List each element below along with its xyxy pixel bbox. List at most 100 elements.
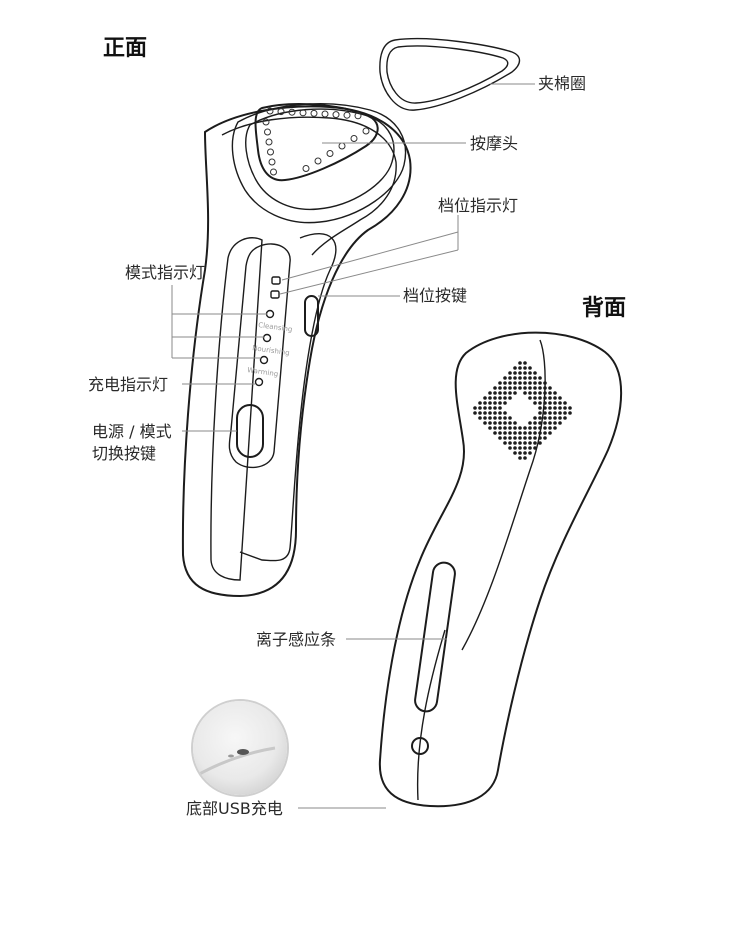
grille-dot — [523, 436, 527, 440]
grille-dot — [498, 386, 502, 390]
head-dot — [343, 111, 351, 119]
grille-dot — [553, 426, 557, 430]
grille-dot — [553, 391, 557, 395]
grille-dot — [543, 386, 547, 390]
grille-dot — [533, 381, 537, 385]
grille-dot — [558, 421, 562, 425]
label-massage-head: 按摩头 — [470, 134, 519, 153]
grille-dot — [543, 406, 547, 410]
grille-dot — [498, 416, 502, 420]
grille-dot — [563, 406, 567, 410]
head-dot — [265, 138, 273, 146]
grille-dot — [508, 446, 512, 450]
grille-dot — [528, 441, 532, 445]
grille-dot — [553, 401, 557, 405]
grille-dot — [503, 426, 507, 430]
grille-dot — [533, 446, 537, 450]
grille-dot — [478, 416, 482, 420]
grille-dot — [533, 391, 537, 395]
grille-dot — [538, 416, 542, 420]
head-dot — [326, 150, 334, 157]
grille-dot — [528, 451, 532, 455]
mode-text-warming: Warming — [247, 366, 279, 378]
leader-lines — [171, 83, 535, 809]
grille-dot — [488, 391, 492, 395]
grille-dot — [563, 401, 567, 405]
grille-dot — [523, 426, 527, 430]
grille-dot — [498, 401, 502, 405]
grille-dot — [493, 431, 497, 435]
grille-dot — [528, 366, 532, 370]
grille-dot — [508, 441, 512, 445]
grille-dot — [493, 421, 497, 425]
grille-dot — [543, 421, 547, 425]
grille-dot — [543, 426, 547, 430]
grille-dot — [518, 436, 522, 440]
grille-dot — [478, 411, 482, 415]
label-power-mode-button-line1: 电源 / 模式 — [92, 422, 172, 441]
grille-dot — [538, 436, 542, 440]
grille-dot — [533, 431, 537, 435]
grille-dot — [508, 421, 512, 425]
grille-dot — [503, 421, 507, 425]
grille-dot — [513, 376, 517, 380]
head-dot — [288, 108, 296, 116]
grille-dot — [503, 441, 507, 445]
grille-dot — [543, 436, 547, 440]
head-dot — [266, 107, 274, 115]
grille-dot — [518, 446, 522, 450]
grille-dot — [503, 416, 507, 420]
grille-dot — [533, 376, 537, 380]
grille-dot — [493, 396, 497, 400]
grille-dot — [518, 366, 522, 370]
grille-dot — [518, 451, 522, 455]
grille-dot — [528, 426, 532, 430]
grille-dot — [513, 381, 517, 385]
grille-dot — [508, 386, 512, 390]
grille-dot — [478, 406, 482, 410]
front-device-drawing: Cleansing Nourishing Warming — [181, 103, 412, 598]
grille-dot — [508, 391, 512, 395]
grille-dot — [488, 421, 492, 425]
grille-dot — [488, 396, 492, 400]
grille-dot — [498, 431, 502, 435]
grille-dot — [488, 411, 492, 415]
grille-dot — [538, 421, 542, 425]
label-mode-indicator: 模式指示灯 — [125, 263, 206, 282]
grille-dot — [513, 371, 517, 375]
grille-dot — [508, 376, 512, 380]
grille-dot — [508, 396, 512, 400]
grille-dot — [513, 366, 517, 370]
grille-dot — [558, 416, 562, 420]
label-level-button: 档位按键 — [403, 286, 468, 305]
grille-dot — [553, 411, 557, 415]
grille-dot — [483, 416, 487, 420]
grille-dot — [548, 391, 552, 395]
grille-dot — [538, 406, 542, 410]
grille-dot — [523, 456, 527, 460]
massage-head-dots — [262, 107, 370, 176]
grille-dot — [538, 386, 542, 390]
grille-dot — [538, 391, 542, 395]
head-dot — [350, 135, 358, 142]
head-dot — [270, 168, 277, 176]
grille-dot — [498, 411, 502, 415]
grille-dot — [503, 436, 507, 440]
grille-dot — [483, 396, 487, 400]
grille-dot — [493, 386, 497, 390]
grille-dot — [513, 451, 517, 455]
head-dot — [267, 148, 274, 156]
back-grille-dots — [473, 361, 572, 460]
grille-dot — [538, 411, 542, 415]
grille-dot — [528, 396, 532, 400]
grille-dot — [528, 386, 532, 390]
cotton-ring-drawing — [379, 37, 521, 111]
grille-dot — [513, 431, 517, 435]
grille-dot — [513, 421, 517, 425]
grille-dot — [518, 371, 522, 375]
grille-dot — [523, 386, 527, 390]
grille-dot — [518, 376, 522, 380]
grille-dot — [538, 381, 542, 385]
grille-dot — [518, 456, 522, 460]
